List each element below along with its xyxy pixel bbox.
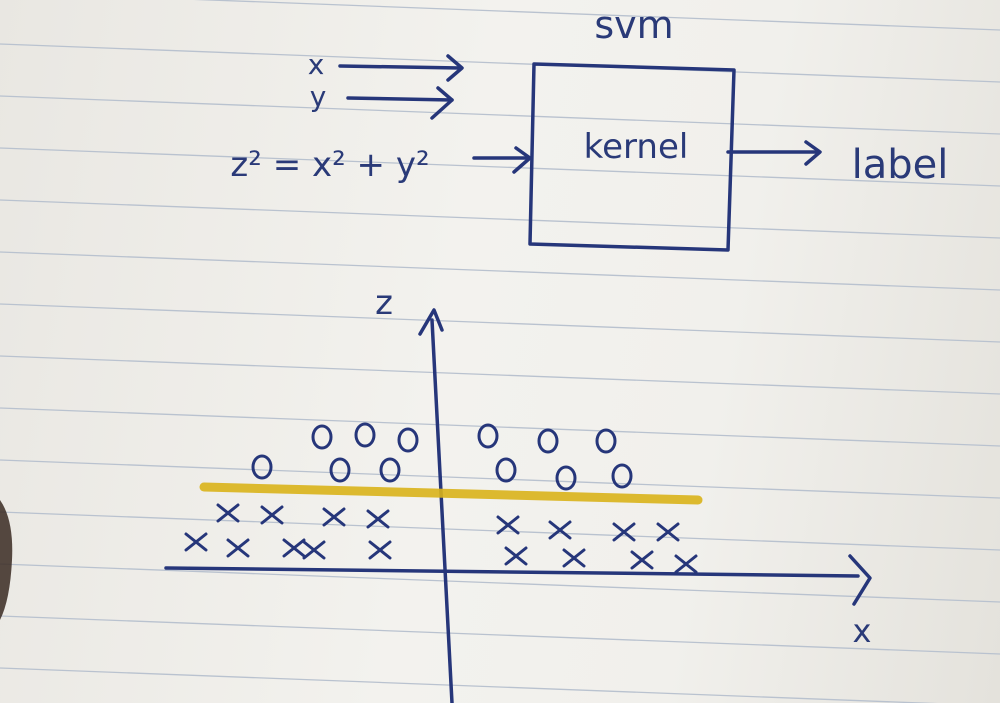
class-o-marker bbox=[611, 463, 633, 489]
class-o-marker bbox=[495, 457, 517, 483]
rule-line bbox=[0, 43, 1000, 83]
class-x-marker bbox=[656, 522, 680, 542]
arrow-z bbox=[472, 146, 532, 174]
output-label: label bbox=[852, 142, 949, 188]
rule-line bbox=[0, 563, 1000, 603]
class-o-points bbox=[251, 422, 633, 491]
class-x-marker bbox=[302, 540, 326, 560]
rule-line bbox=[0, 355, 1000, 395]
class-x-marker bbox=[562, 548, 586, 568]
class-x-marker bbox=[548, 520, 572, 540]
class-x-marker bbox=[674, 554, 698, 574]
class-x-marker bbox=[282, 538, 306, 558]
class-o-marker bbox=[477, 423, 499, 449]
rule-line bbox=[0, 95, 1000, 135]
x-axis bbox=[164, 566, 860, 578]
input-y-label: y bbox=[310, 80, 327, 113]
class-o-marker bbox=[379, 457, 401, 483]
class-x-marker bbox=[366, 509, 390, 529]
class-o-marker bbox=[595, 428, 617, 454]
input-z-equation: z² = x² + y² bbox=[230, 145, 429, 185]
rule-line bbox=[0, 667, 942, 703]
z-axis-label: z bbox=[375, 283, 393, 323]
arrow-x bbox=[338, 54, 464, 82]
class-x-points bbox=[184, 503, 698, 574]
z-axis-arrowhead bbox=[418, 308, 444, 336]
class-o-marker bbox=[251, 454, 273, 480]
class-x-marker bbox=[184, 532, 208, 552]
diagram-title: svm bbox=[594, 3, 673, 47]
rule-line bbox=[0, 251, 1000, 291]
separator-line bbox=[199, 482, 703, 505]
class-x-marker bbox=[630, 550, 654, 570]
input-x-label: x bbox=[308, 48, 325, 81]
class-x-marker bbox=[496, 515, 520, 535]
rule-line bbox=[0, 407, 1000, 447]
class-x-marker bbox=[226, 538, 250, 558]
rule-line bbox=[0, 303, 1000, 343]
class-o-marker bbox=[311, 424, 333, 450]
class-o-marker bbox=[329, 457, 351, 483]
class-x-marker bbox=[260, 505, 284, 525]
arrow-y bbox=[346, 86, 454, 120]
class-o-marker bbox=[354, 422, 376, 448]
rule-line bbox=[201, 0, 1000, 31]
class-x-marker bbox=[504, 546, 528, 566]
x-axis-label: x bbox=[853, 612, 872, 650]
class-o-marker bbox=[555, 465, 577, 491]
x-axis-arrowhead bbox=[848, 554, 872, 606]
z-axis bbox=[430, 318, 454, 703]
input-arrows bbox=[338, 54, 532, 174]
rule-line bbox=[0, 615, 1000, 655]
class-o-marker bbox=[397, 427, 419, 453]
class-x-marker bbox=[322, 507, 346, 527]
class-x-marker bbox=[612, 522, 636, 542]
kernel-box bbox=[528, 62, 736, 252]
class-x-marker bbox=[216, 503, 240, 523]
kernel-box-label: kernel bbox=[584, 127, 689, 167]
thumb-shadow bbox=[0, 500, 13, 620]
class-x-marker bbox=[368, 540, 392, 560]
output-arrow bbox=[726, 140, 822, 166]
rule-line bbox=[0, 147, 1000, 187]
plot-axes bbox=[164, 308, 872, 703]
class-o-marker bbox=[537, 428, 559, 454]
rule-line bbox=[0, 199, 1000, 239]
